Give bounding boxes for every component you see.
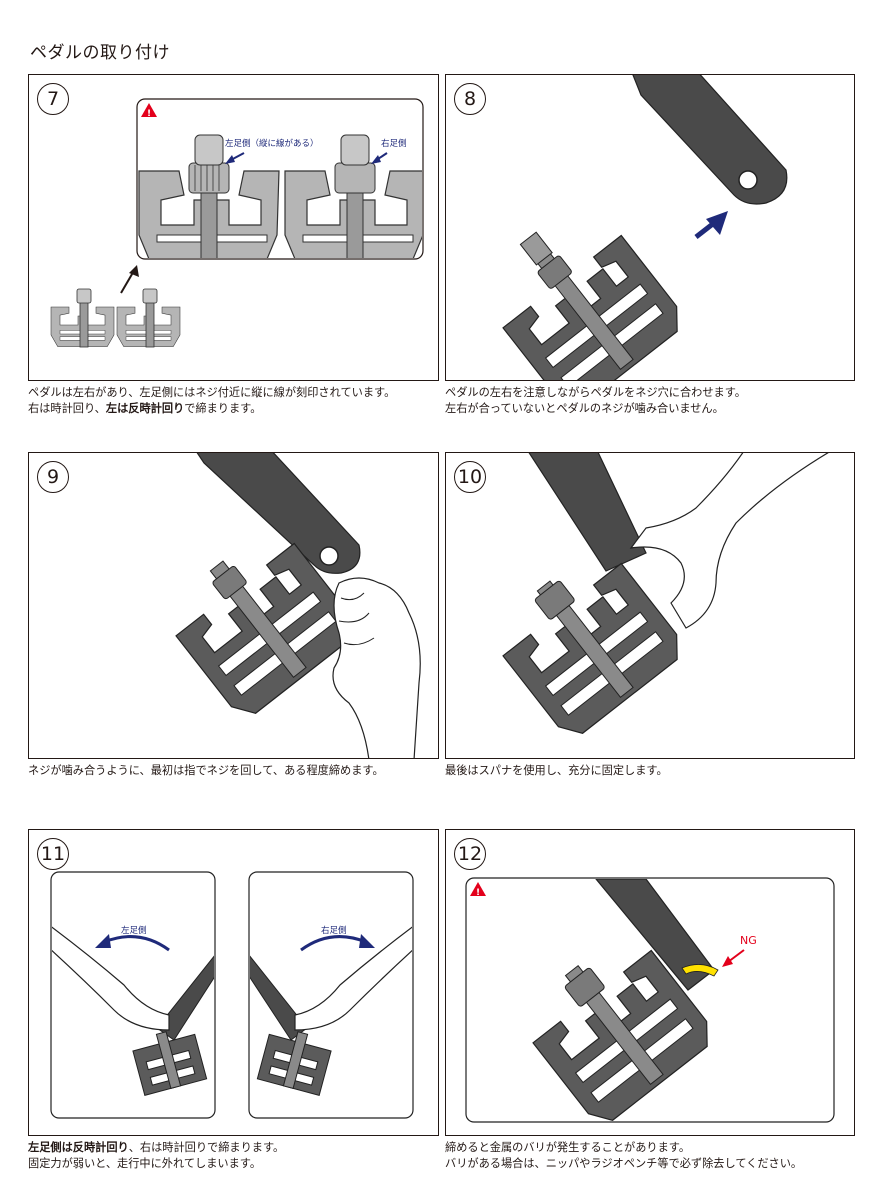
blue-arrow-icon bbox=[225, 152, 388, 164]
step-number: 12 bbox=[454, 838, 486, 870]
step-9-illustration bbox=[175, 453, 421, 758]
step-7-caption: ペダルは左右があり、左足側にはネジ付近に縦に線が刻印されています。 右は時計回り… bbox=[28, 385, 395, 417]
step-11-illustration bbox=[50, 871, 414, 1119]
caption-line: バリがある場合は、ニッパやラジオペンチ等で必ず除去してください。 bbox=[445, 1157, 803, 1170]
caption-line: 固定力が弱いと、走行中に外れてしまいます。 bbox=[28, 1157, 262, 1170]
rotation-arrow-icon bbox=[95, 934, 375, 952]
page-title: ペダルの取り付け bbox=[30, 43, 170, 63]
step-10-illustration bbox=[502, 453, 829, 734]
caption-line: ペダルは左右があり、左足側にはネジ付近に縦に線が刻印されています。 bbox=[28, 386, 396, 399]
step-number: 10 bbox=[454, 461, 486, 493]
caption-line: 右は時計回り、左は反時計回りで締まります。 bbox=[28, 402, 262, 415]
step-number: 8 bbox=[454, 83, 486, 115]
caption-line: ネジが噛み合うように、最初は指でネジを回して、ある程度締めます。 bbox=[28, 764, 384, 777]
caption-line: ペダルの左右を注意しながらペダルをネジ穴に合わせます。 bbox=[445, 386, 746, 399]
blue-arrow-icon bbox=[694, 211, 728, 239]
caption-line: 締めると金属のバリが発生することがあります。 bbox=[445, 1141, 691, 1154]
step-12-panel: 12 ! NG bbox=[445, 829, 855, 1136]
step-number: 11 bbox=[37, 838, 69, 870]
right-pedal-label: 右足側 bbox=[381, 139, 407, 149]
step-12-illustration: ! bbox=[465, 877, 835, 1123]
left-pedal-label: 左足側（縦に線がある） bbox=[225, 139, 319, 149]
step-7-illustration: ! bbox=[50, 98, 424, 348]
step-10-caption: 最後はスパナを使用し、充分に固定します。 bbox=[445, 763, 668, 779]
caption-line: 左右が合っていないとペダルのネジが噛み合いません。 bbox=[445, 402, 724, 415]
emphasis-text: 左足側は反時計回り bbox=[28, 1141, 129, 1154]
svg-text:!: ! bbox=[476, 888, 480, 898]
hand-illustration bbox=[332, 577, 421, 758]
step-number: 9 bbox=[37, 461, 69, 493]
left-side-label: 左足側 bbox=[121, 926, 147, 936]
step-10-panel: 10 bbox=[445, 452, 855, 759]
step-11-caption: 左足側は反時計回り、右は時計回りで締まります。 固定力が弱いと、走行中に外れてし… bbox=[28, 1140, 284, 1172]
emphasis-text: 左は反時計回り bbox=[105, 402, 185, 415]
step-9-panel: 9 bbox=[28, 452, 439, 759]
step-8-illustration bbox=[502, 75, 788, 380]
step-9-caption: ネジが噛み合うように、最初は指でネジを回して、ある程度締めます。 bbox=[28, 763, 384, 779]
wrench-illustration bbox=[629, 453, 829, 629]
step-11-panel: 11 bbox=[28, 829, 439, 1136]
svg-text:!: ! bbox=[147, 109, 151, 119]
step-8-caption: ペダルの左右を注意しながらペダルをネジ穴に合わせます。 左右が合っていないとペダ… bbox=[445, 385, 746, 417]
step-8-panel: 8 bbox=[445, 74, 855, 381]
caption-line: 最後はスパナを使用し、充分に固定します。 bbox=[445, 764, 668, 777]
step-12-caption: 締めると金属のバリが発生することがあります。 バリがある場合は、ニッパやラジオペ… bbox=[445, 1140, 802, 1172]
step-7-panel: 7 ! bbox=[28, 74, 439, 381]
ng-label: NG bbox=[740, 934, 757, 947]
right-side-label: 右足側 bbox=[321, 926, 347, 936]
warning-icon: ! bbox=[470, 882, 486, 898]
caption-line: 左足側は反時計回り、右は時計回りで締まります。 bbox=[28, 1141, 285, 1154]
warning-icon: ! bbox=[141, 103, 157, 119]
step-number: 7 bbox=[37, 83, 69, 115]
